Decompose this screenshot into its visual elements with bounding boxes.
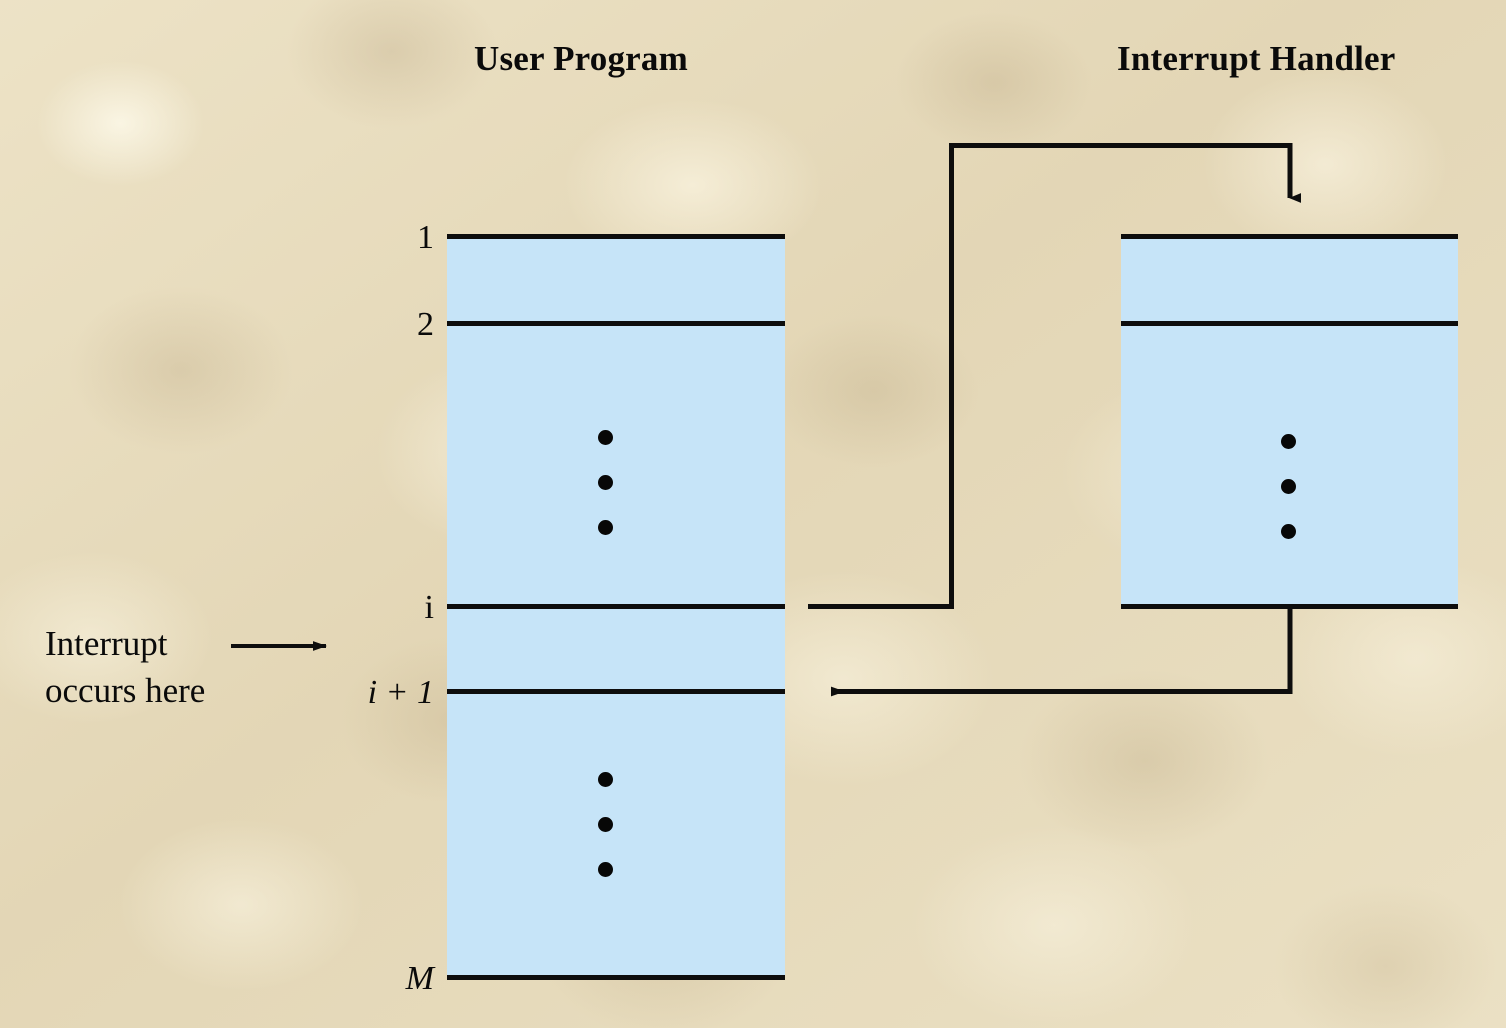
user-program-ellipsis-upper	[598, 430, 614, 535]
interrupt-occurs-caption: Interrupt occurs here	[45, 620, 205, 714]
user-program-rule-m	[447, 975, 785, 980]
user-program-ellipsis-lower	[598, 772, 614, 877]
ellipsis-dot	[598, 430, 613, 445]
ellipsis-dot	[598, 475, 613, 490]
user-program-label-m: M	[405, 960, 434, 997]
ellipsis-dot	[1281, 434, 1296, 449]
caption-line-2: occurs here	[45, 671, 206, 710]
interrupt-handler-rule-1	[1121, 234, 1458, 239]
user-program-label-2: 2	[417, 306, 434, 343]
interrupt-handler-block	[1121, 237, 1458, 607]
user-program-label-i-plus-1: i + 1	[367, 674, 434, 711]
user-program-title: User Program	[474, 39, 688, 78]
interrupt-handler-rule-2	[1121, 321, 1458, 326]
user-program-rule-1	[447, 234, 785, 239]
caption-line-1: Interrupt	[45, 624, 168, 663]
ellipsis-dot	[598, 817, 613, 832]
interrupt-handler-ellipsis	[1281, 434, 1297, 539]
interrupt-handler-title: Interrupt Handler	[1117, 39, 1396, 78]
user-program-label-1: 1	[417, 219, 434, 256]
ellipsis-dot	[1281, 524, 1296, 539]
user-program-rule-i	[447, 604, 785, 609]
return-from-handler-arrow	[831, 609, 1293, 697]
user-program-label-i: i	[424, 589, 434, 626]
user-program-rule-i-plus-1	[447, 689, 785, 694]
ellipsis-dot	[598, 862, 613, 877]
ellipsis-dot	[598, 520, 613, 535]
user-program-rule-2	[447, 321, 785, 326]
interrupt-handler-rule-end	[1121, 604, 1458, 609]
ellipsis-dot	[1281, 479, 1296, 494]
ellipsis-dot	[598, 772, 613, 787]
